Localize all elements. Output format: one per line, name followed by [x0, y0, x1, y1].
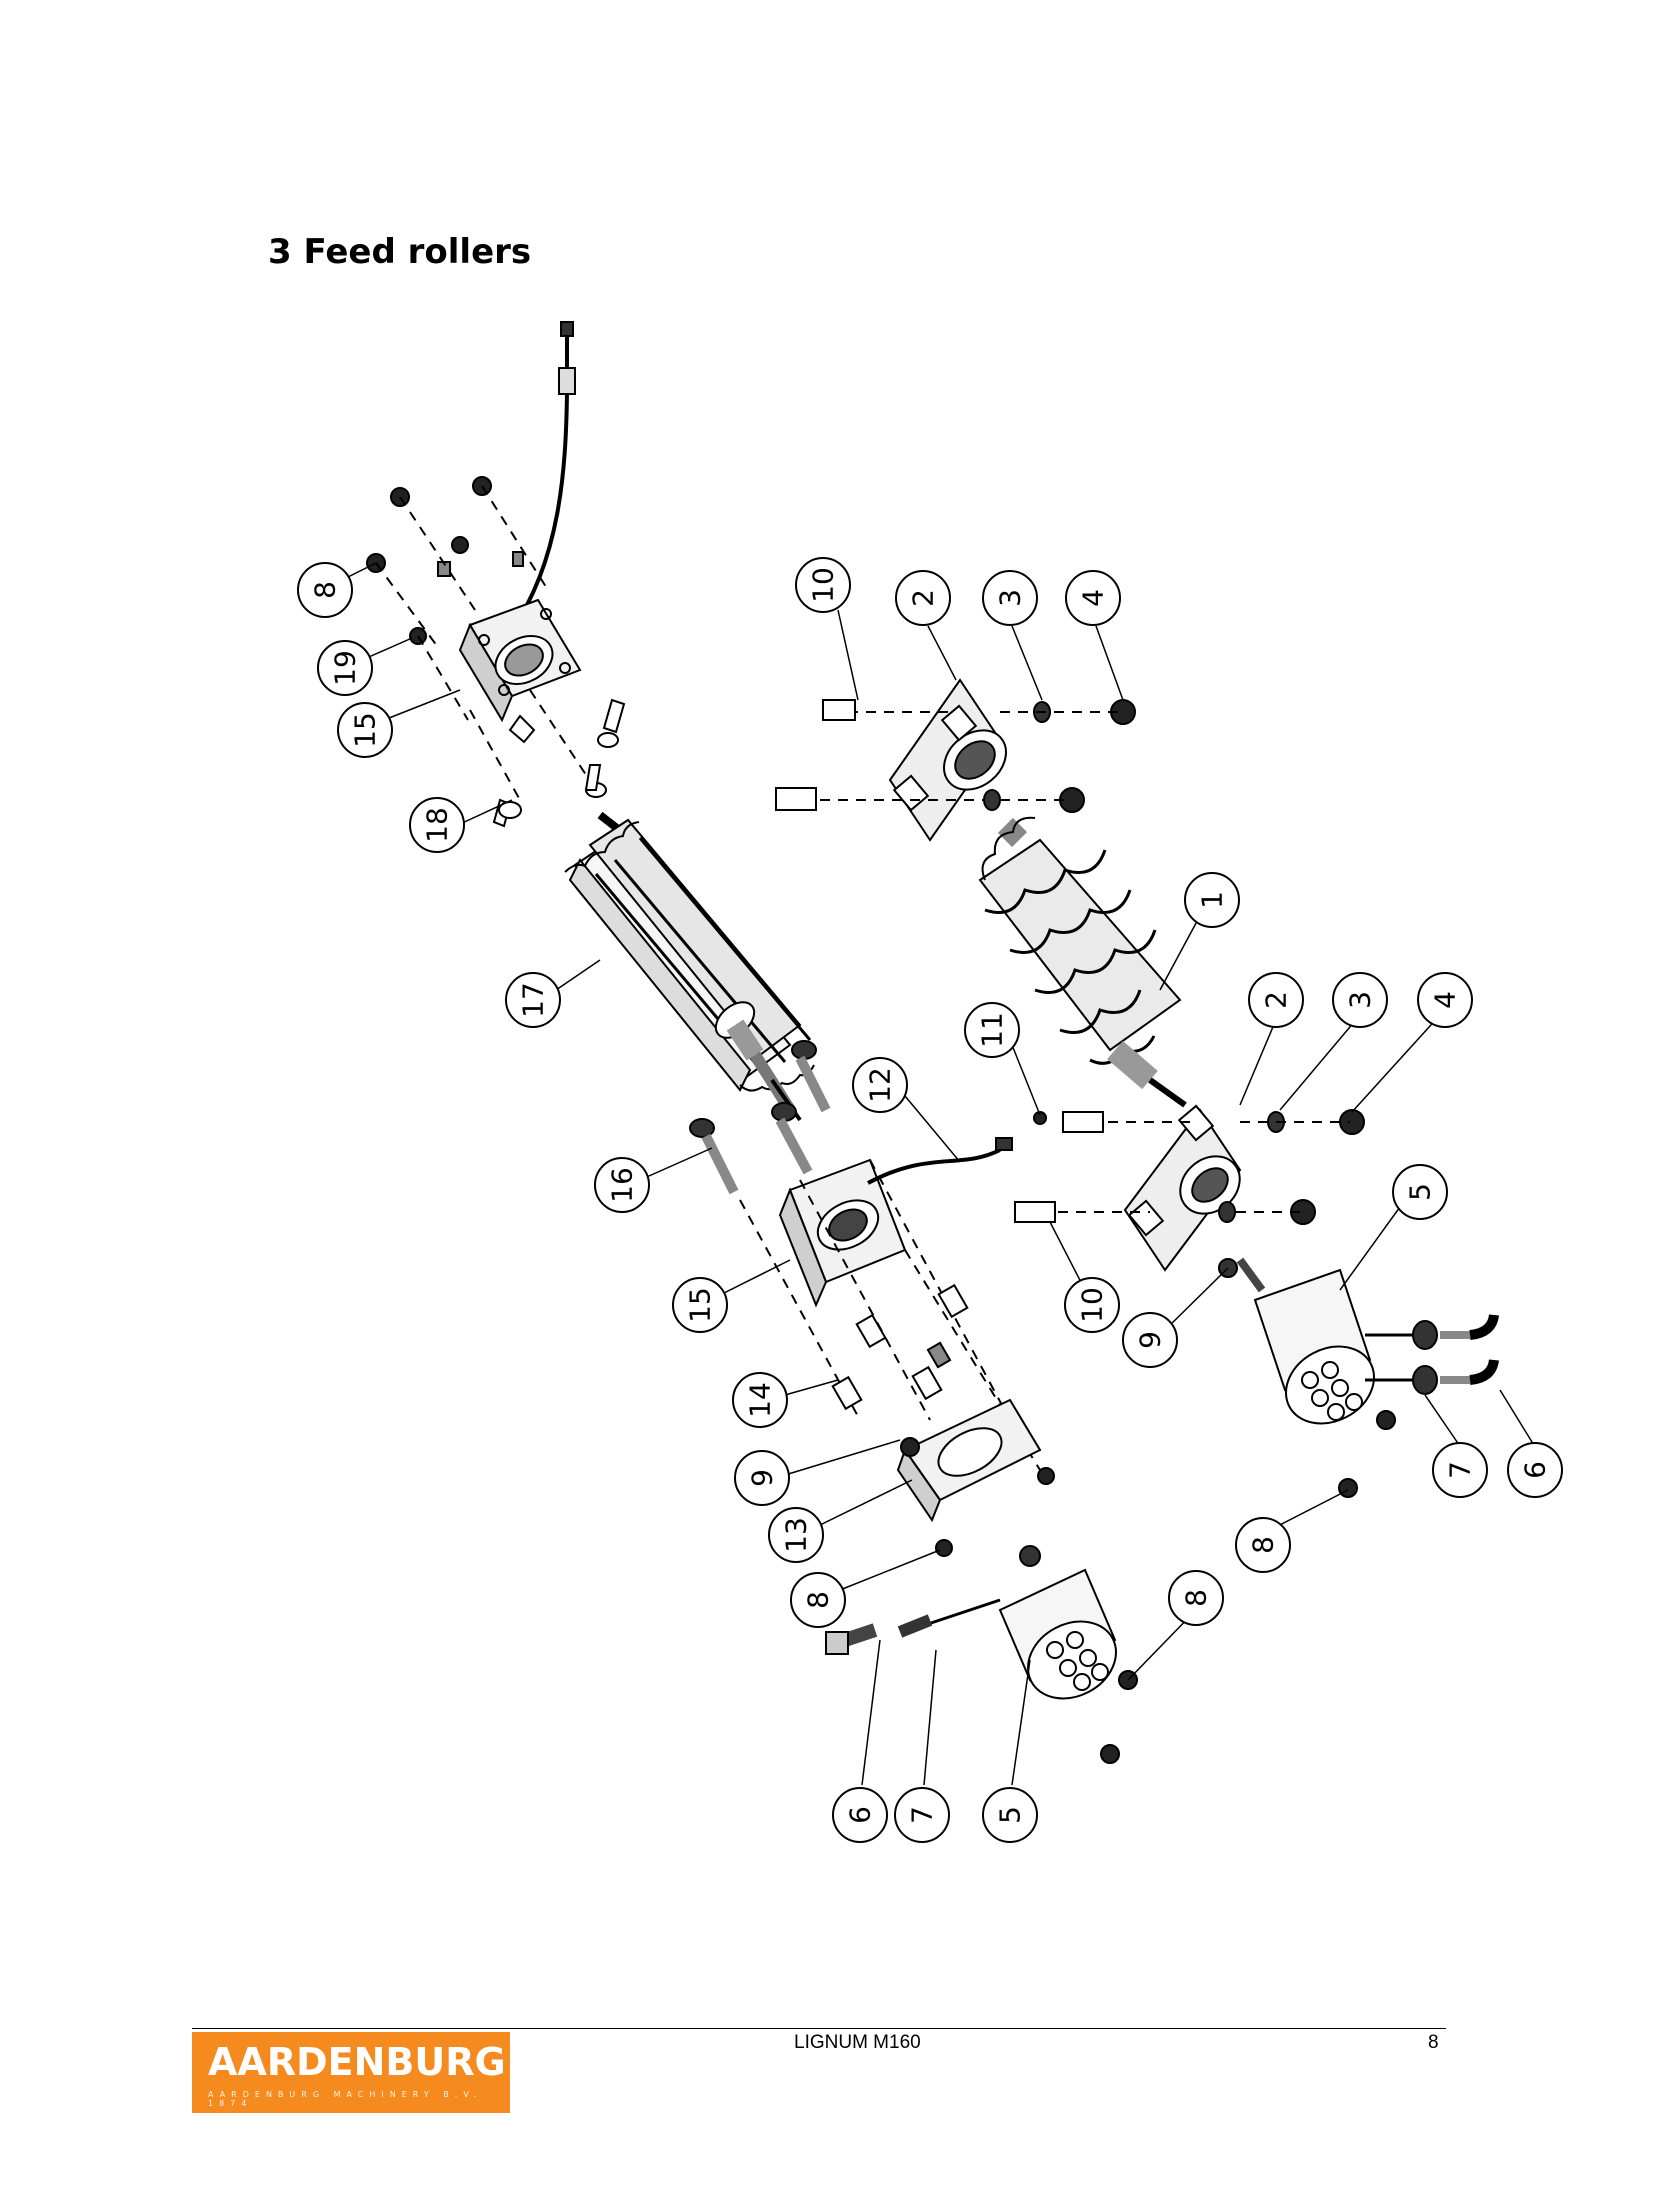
callout-label: 7: [906, 1806, 939, 1824]
callout-label: 8: [802, 1591, 835, 1609]
callout-label: 18: [421, 807, 454, 843]
callout-label: 13: [780, 1517, 813, 1553]
callout-label: 6: [1519, 1461, 1552, 1479]
bolts-bottom-flange: [689, 1040, 831, 1195]
bearing-2-top: [775, 678, 1136, 842]
callout-label: 7: [1444, 1461, 1477, 1479]
spacers-14: [831, 1283, 969, 1411]
bearing-flange-top: [458, 598, 582, 723]
callout-label: 16: [606, 1167, 639, 1203]
callout-label: 6: [844, 1806, 877, 1824]
callout-circles: [297, 557, 1563, 1843]
callout-label: 9: [746, 1469, 779, 1487]
motor-plate-13: [896, 1398, 1055, 1557]
nuts-top-flange: [366, 476, 524, 645]
hydraulic-hose: [510, 321, 576, 632]
callout-label: 2: [1260, 991, 1293, 1009]
dashed-assembly-lines-top: [375, 485, 597, 801]
logo-wordmark: AARDENBURG: [208, 2040, 506, 2084]
callout-label: 10: [807, 567, 840, 603]
callout-label: 15: [349, 712, 382, 748]
bearing-flange-bottom: [778, 1111, 1047, 1308]
callout-label: 2: [907, 589, 940, 607]
callout-label: 5: [1404, 1183, 1437, 1201]
callout-label: 4: [1429, 991, 1462, 1009]
callout-label: 8: [1247, 1536, 1280, 1554]
feed-roller-1: [978, 816, 1187, 1108]
callout-label: 1: [1196, 891, 1229, 909]
bolts-top-flange: [492, 698, 626, 828]
callout-label: 11: [976, 1012, 1009, 1048]
callout-label: 4: [1077, 589, 1110, 607]
bearing-2-bottom: [1014, 1104, 1365, 1272]
company-logo: AARDENBURG AARDENBURG MACHINERY B.V. 187…: [192, 2032, 510, 2113]
callout-label: 8: [309, 581, 342, 599]
callout-label: 15: [684, 1287, 717, 1323]
callout-label: 9: [1134, 1331, 1167, 1349]
callout-label: 3: [994, 589, 1027, 607]
section-heading: 3 Feed rollers: [268, 232, 532, 272]
footer-divider: [192, 2028, 1446, 2029]
callout-label: 17: [517, 982, 550, 1018]
hydraulic-motor-5-right: [1218, 1257, 1499, 1498]
callout-label: 10: [1076, 1287, 1109, 1323]
callout-label: 3: [1344, 991, 1377, 1009]
callout-label: 19: [329, 650, 362, 686]
logo-subtext: AARDENBURG MACHINERY B.V. 1874: [208, 2090, 483, 2108]
callout-label: 14: [744, 1382, 777, 1418]
callout-leaders: [345, 562, 1541, 1786]
page-number: 8: [1428, 2032, 1439, 2053]
callout-label: 8: [1180, 1589, 1213, 1607]
callout-label: 5: [994, 1806, 1027, 1824]
feed-roller-17: [564, 811, 815, 1122]
callout-label: 12: [864, 1067, 897, 1103]
hydraulic-motor-5-bottom: [825, 1545, 1138, 1764]
footer-document-title: LIGNUM M160: [794, 2032, 921, 2053]
